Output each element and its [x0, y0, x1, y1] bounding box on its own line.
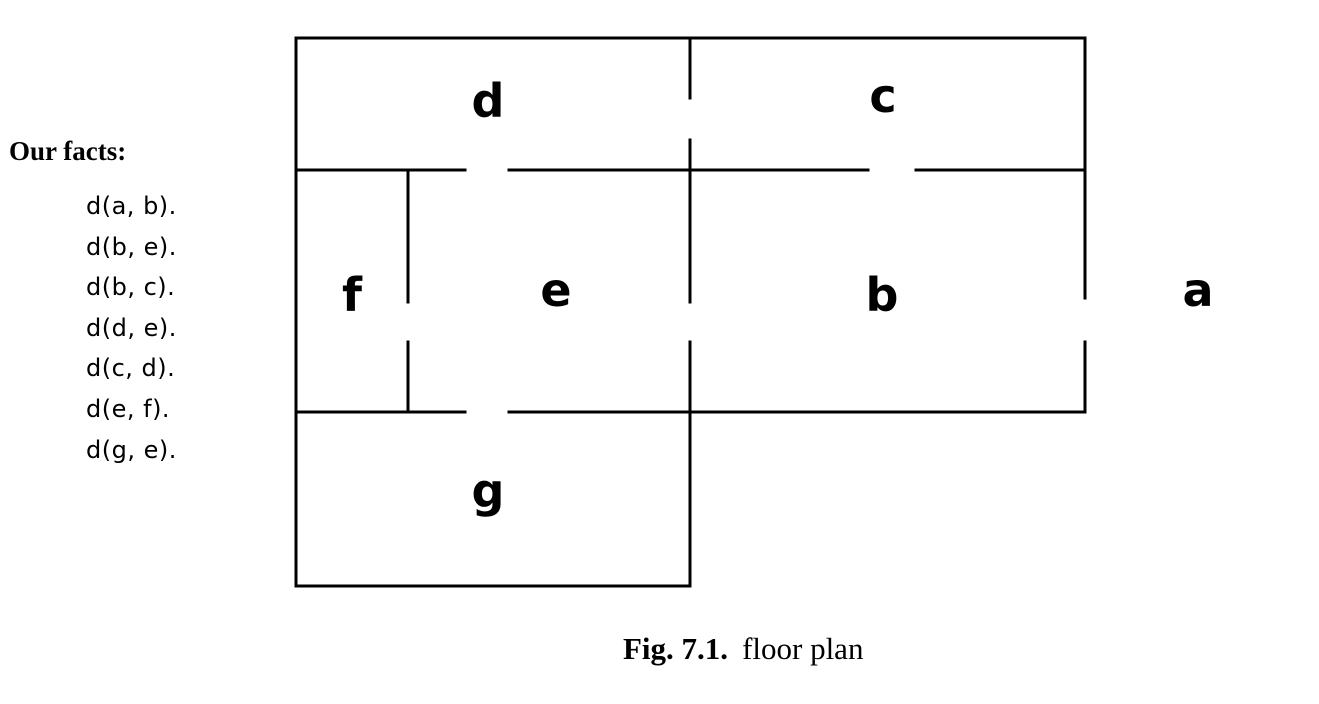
- room-label-b: b: [866, 268, 899, 322]
- figure-caption-text: floor plan: [742, 631, 864, 666]
- facts-list: d(a, b). d(b, e). d(b, c). d(d, e). d(c,…: [86, 186, 177, 470]
- room-label-g: g: [472, 464, 505, 518]
- room-label-f: f: [342, 268, 363, 322]
- room-label-e: e: [540, 263, 571, 317]
- fact-item: d(b, c).: [86, 273, 176, 302]
- room-label-a: a: [1182, 263, 1213, 317]
- facts-title: Our facts:: [9, 136, 127, 166]
- fact-item: d(b, e).: [86, 232, 177, 261]
- figure-caption: Fig. 7.1. floor plan: [623, 629, 863, 669]
- fact-item: d(g, e).: [86, 435, 177, 464]
- fact-item: d(e, f).: [86, 394, 171, 423]
- figure-caption-label: Fig. 7.1.: [623, 631, 729, 666]
- room-label-d: d: [472, 74, 505, 128]
- room-label-c: c: [869, 69, 896, 123]
- room-labels: d c f e b a g: [342, 69, 1214, 518]
- fact-item: d(c, d).: [86, 354, 176, 383]
- floor-plan-walls: [294, 36, 1087, 588]
- fact-item: d(a, b).: [86, 192, 177, 220]
- fact-item: d(d, e).: [86, 313, 177, 342]
